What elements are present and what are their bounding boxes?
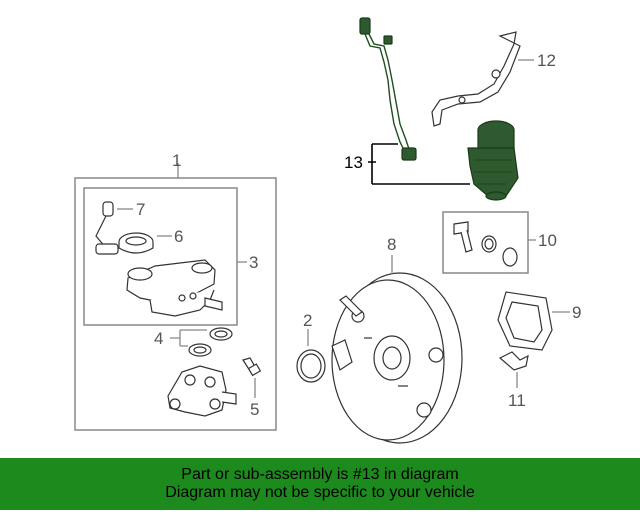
callout-6[interactable]: 6 (174, 227, 183, 246)
booster-gasket (497, 291, 553, 351)
callout-11[interactable]: 11 (508, 391, 526, 410)
callout-3[interactable]: 3 (249, 253, 258, 272)
master-cylinder (167, 365, 237, 417)
group-box-3 (83, 187, 238, 326)
banner-line-2: Diagram may not be specific to your vehi… (165, 484, 475, 501)
callout-13-bracket (368, 143, 470, 185)
callout-13[interactable]: 13 (344, 153, 363, 172)
retaining-clip (498, 351, 529, 371)
vacuum-hose (431, 31, 521, 127)
callout-5[interactable]: 5 (250, 400, 259, 419)
reservoir-cap (118, 232, 154, 254)
callout-4[interactable]: 4 (154, 329, 163, 348)
reservoir-grommets (188, 327, 233, 357)
vacuum-pump (467, 120, 519, 201)
brake-fluid-reservoir (126, 259, 223, 317)
notice-banner: Part or sub-assembly is #13 in diagram D… (0, 458, 640, 510)
brake-booster (331, 272, 463, 444)
vacuum-sensor-harness (359, 17, 417, 161)
callout-10[interactable]: 10 (538, 231, 557, 250)
banner-line-1: Part or sub-assembly is #13 in diagram (181, 466, 459, 483)
callout-2[interactable]: 2 (303, 311, 312, 330)
mounting-bolt (242, 357, 262, 377)
fluid-level-sensor (95, 201, 119, 255)
group-box-10 (442, 211, 529, 274)
callout-8[interactable]: 8 (387, 235, 396, 254)
callout-1[interactable]: 1 (172, 151, 181, 170)
seal-ring (296, 349, 326, 383)
group-box-1 (74, 177, 277, 431)
callout-9[interactable]: 9 (572, 303, 581, 322)
callout-12[interactable]: 12 (537, 51, 556, 70)
callout-7[interactable]: 7 (136, 200, 145, 219)
check-valve-kit (453, 221, 518, 267)
